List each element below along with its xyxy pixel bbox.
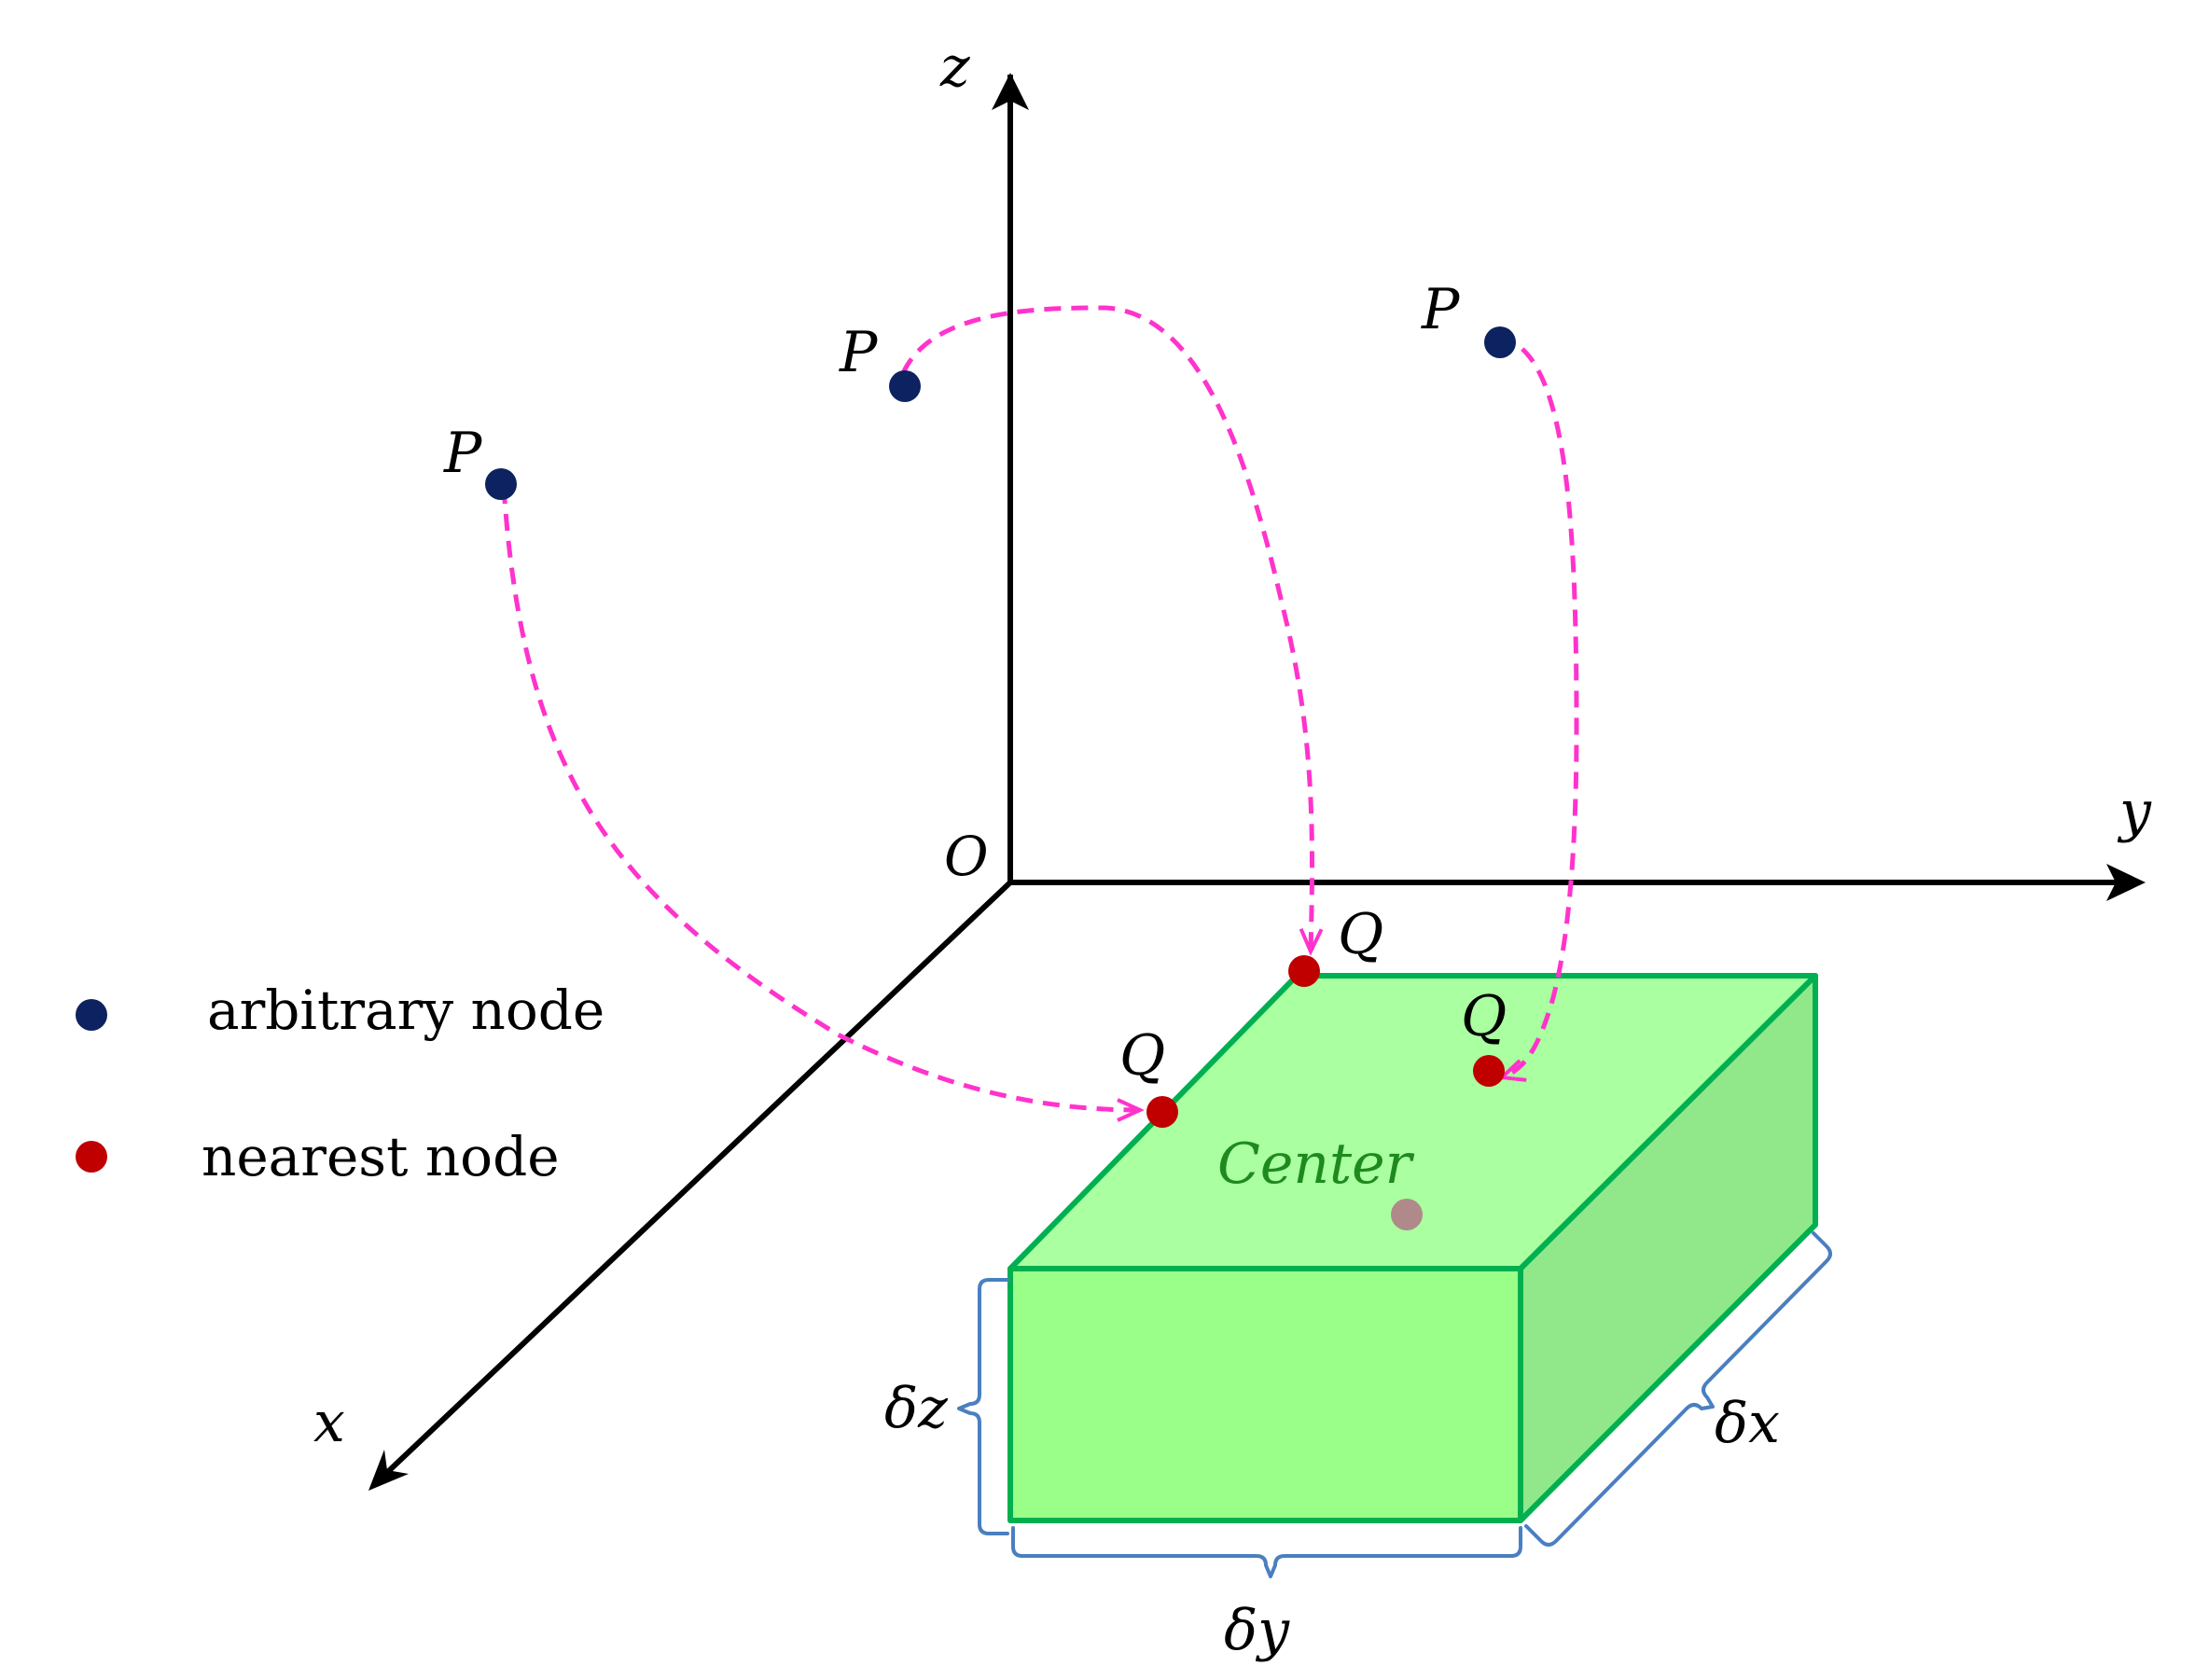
mapping-paths [501, 305, 1579, 1110]
legend-arbitrary-marker [76, 999, 107, 1031]
q-label: Q [1338, 902, 1383, 967]
arbitrary-node [485, 468, 517, 500]
p-label: P [839, 320, 879, 385]
origin-label: O [944, 825, 989, 888]
nearest-node [1473, 1055, 1505, 1087]
x-axis [375, 880, 1013, 1484]
mapping-path-2 [900, 305, 1313, 951]
dz-bracket [957, 1278, 1009, 1535]
dx-bracket [1524, 1231, 1832, 1547]
dy-label: δy [1224, 1598, 1290, 1663]
mapping-path-1 [501, 486, 1140, 1110]
arbitrary-node [1484, 326, 1516, 358]
legend-nearest-label: nearest node [201, 1125, 560, 1188]
nearest-node [1146, 1096, 1178, 1128]
dx-label: δx [1715, 1391, 1780, 1456]
nearest-nodes: Q Q Q [1119, 902, 1507, 1128]
mapping-path-3 [1498, 335, 1579, 1077]
arbitrary-node [889, 370, 921, 402]
p-label: P [443, 421, 483, 486]
box-front-face [1007, 1266, 1523, 1523]
cell-box: Center [1007, 973, 1818, 1523]
center-node [1391, 1199, 1423, 1230]
x-axis-label: x [313, 1390, 345, 1455]
nearest-node [1288, 955, 1320, 987]
p-label: P [1421, 277, 1461, 342]
x-axis-arrowhead [368, 1450, 409, 1491]
q-label: Q [1461, 984, 1507, 1049]
center-label: Center [1217, 1132, 1415, 1197]
z-axis-label: z [939, 35, 970, 100]
dz-label: δz [884, 1376, 948, 1441]
legend-nearest-marker [76, 1141, 107, 1173]
arbitrary-nodes: P P P [443, 277, 1516, 500]
legend: arbitrary node nearest node [76, 979, 604, 1188]
dimension-brackets [957, 1231, 1832, 1578]
legend-arbitrary-label: arbitrary node [207, 979, 604, 1042]
dy-bracket [1011, 1526, 1522, 1578]
q-label: Q [1119, 1023, 1165, 1089]
z-axis-arrowhead [992, 73, 1029, 110]
y-axis-arrowhead [2106, 864, 2146, 901]
y-axis-label: y [2117, 779, 2152, 844]
